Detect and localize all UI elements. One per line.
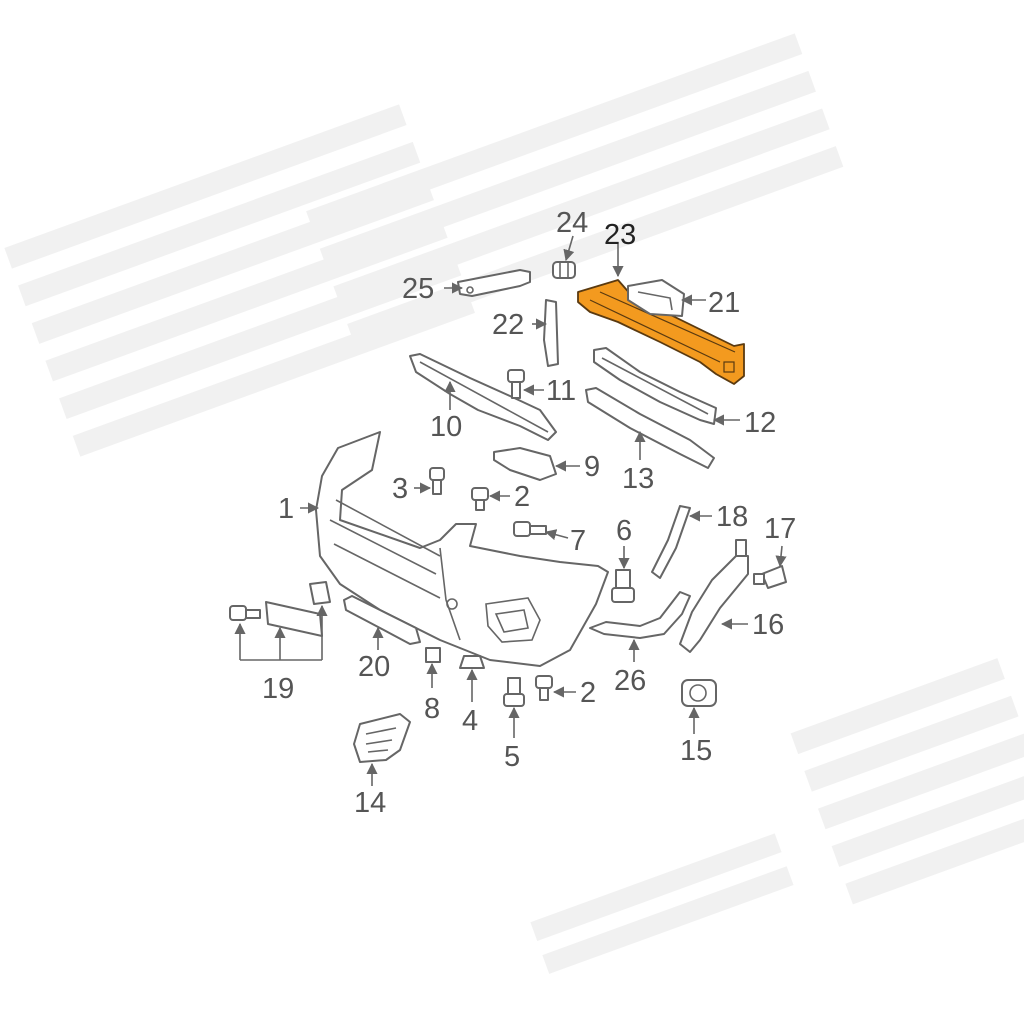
part-7-bolt[interactable] (513, 521, 547, 537)
callout-13: 13 (622, 463, 654, 495)
part-2-clip-upper[interactable] (471, 487, 489, 511)
callout-22: 22 (492, 309, 524, 341)
part-2-clip-lower[interactable] (535, 675, 553, 701)
part-20-lower-strip[interactable] (343, 595, 421, 645)
callout-5: 5 (504, 741, 520, 773)
part-3-bolt[interactable] (429, 467, 445, 495)
callout-10: 10 (430, 411, 462, 443)
callout-2-upper: 2 (514, 481, 530, 513)
callout-4: 4 (462, 705, 478, 737)
callout-6: 6 (616, 515, 632, 547)
callout-16: 16 (752, 609, 784, 641)
leader-lines (234, 235, 787, 786)
part-21-bracket[interactable] (627, 279, 685, 317)
part-15-fog-lamp[interactable] (681, 679, 717, 707)
callout-24: 24 (556, 207, 588, 239)
part-13-lower-retainer[interactable] (585, 387, 715, 469)
callout-3: 3 (392, 473, 408, 505)
part-6-bolt[interactable] (611, 569, 635, 603)
callout-15: 15 (680, 735, 712, 767)
callout-11: 11 (546, 375, 576, 407)
part-10-bumper-retainer[interactable] (409, 353, 557, 441)
callout-19: 19 (262, 673, 294, 705)
callout-7: 7 (570, 525, 586, 557)
callout-1: 1 (278, 493, 294, 525)
callout-14: 14 (354, 787, 386, 819)
part-22-stay[interactable] (543, 299, 559, 367)
callout-17: 17 (764, 513, 796, 545)
callout-18: 18 (716, 501, 748, 533)
part-4-clip[interactable] (459, 655, 485, 669)
part-16-bumper-extension[interactable] (679, 539, 749, 653)
part-9-bracket[interactable] (493, 447, 557, 481)
part-26-lower-molding[interactable] (589, 591, 691, 639)
callout-8: 8 (424, 693, 440, 725)
part-18-side-molding[interactable] (651, 505, 691, 579)
callout-26: 26 (614, 665, 646, 697)
part-24-bolt[interactable] (552, 261, 576, 279)
part-14-fog-lamp-cover[interactable] (353, 713, 411, 763)
callout-labels: 23 24 25 21 22 10 11 12 13 9 3 2 1 7 6 1… (262, 207, 796, 819)
part-17-sensor[interactable] (753, 565, 787, 589)
part-25-support-rod[interactable] (457, 269, 531, 297)
callout-25: 25 (402, 273, 434, 305)
part-5-bolt[interactable] (503, 677, 525, 707)
part-8-clip[interactable] (425, 647, 441, 663)
callout-12: 12 (744, 407, 776, 439)
callout-2-lower: 2 (580, 677, 596, 709)
callout-23: 23 (604, 219, 636, 251)
part-1-front-bumper-cover[interactable] (315, 431, 609, 667)
callout-9: 9 (584, 451, 600, 483)
callout-21: 21 (708, 287, 740, 319)
part-11-bolt[interactable] (507, 369, 525, 399)
part-19-license-bracket-set[interactable] (229, 581, 331, 637)
callout-20: 20 (358, 651, 390, 683)
